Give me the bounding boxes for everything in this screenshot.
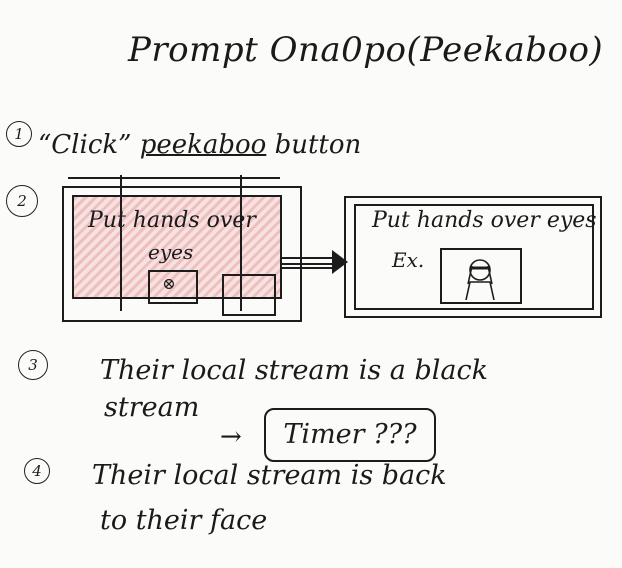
left-screen-frame	[62, 186, 302, 322]
page-title: Prompt Ona0po(Peekaboo)	[128, 30, 604, 70]
step-1-suffix: button	[266, 130, 362, 160]
step-4-line2: to their face	[100, 505, 268, 536]
step-1-text: “Click” peekaboo button	[38, 130, 361, 160]
left-sketch-divider-1	[120, 175, 122, 311]
step-3-line1: Their local stream is a black	[100, 355, 488, 386]
right-screen-inner-frame	[354, 204, 594, 310]
step-2-number: 2	[6, 185, 38, 217]
step-3-number: 3	[18, 350, 48, 380]
timer-box: Timer ???	[264, 408, 436, 462]
local-video-box	[222, 274, 276, 316]
left-sketch-divider-2	[240, 175, 242, 311]
left-screen-prompt-area	[72, 195, 282, 299]
timer-arrow-icon: →	[220, 422, 242, 452]
right-caption: Put hands over eyes	[372, 208, 597, 233]
step-1-peekaboo: peekaboo	[139, 130, 267, 160]
step-1-prefix: “Click”	[38, 130, 140, 160]
step-3-line2: stream	[104, 392, 200, 423]
face-icon: ⊗	[162, 274, 176, 293]
right-screen-frame	[344, 196, 602, 318]
remote-video-box	[148, 270, 198, 304]
person-covering-eyes-icon	[465, 259, 495, 301]
arrow-right-icon	[280, 250, 348, 274]
example-image-box	[440, 248, 522, 304]
left-caption-line1: Put hands over	[88, 208, 256, 233]
example-label: Ex.	[392, 248, 425, 272]
step-4-line1: Their local stream is back	[92, 460, 447, 491]
left-caption-line2: eyes	[148, 240, 194, 264]
step-1-number: 1	[6, 121, 32, 147]
step-4-number: 4	[24, 458, 50, 484]
left-sketch-top-line	[68, 177, 280, 179]
